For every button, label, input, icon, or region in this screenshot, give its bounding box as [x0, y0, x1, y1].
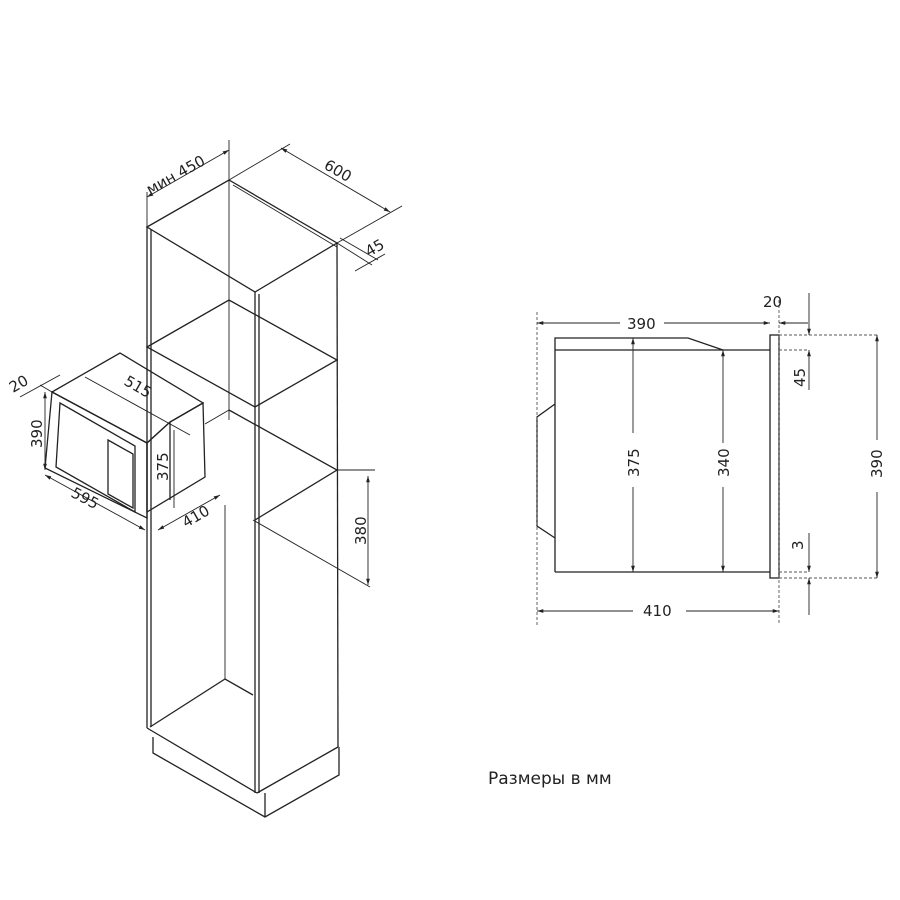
dim-mw-total-depth: 410: [179, 502, 213, 532]
dim-niche-height: 380: [352, 516, 370, 545]
dim-frame-height: 390: [868, 449, 886, 478]
dim-cabinet-width: мин 450: [143, 152, 208, 199]
microwave-iso-dimensions: [19, 374, 221, 531]
microwave-side-view: [536, 300, 877, 625]
microwave-iso: [44, 352, 206, 520]
dim-body-depth: 390: [627, 315, 656, 333]
dim-top-offset: 45: [791, 368, 809, 387]
dim-mw-depth: 515: [121, 372, 155, 402]
dim-body-height: 375: [625, 448, 643, 477]
dim-back-gap: 45: [362, 235, 388, 260]
dim-mw-width: 595: [68, 484, 102, 513]
dim-bottom-offset: 3: [789, 540, 807, 550]
dim-total-depth: 410: [643, 602, 672, 620]
side-view-dimensions: [537, 293, 879, 615]
dim-frame-thickness: 20: [763, 293, 782, 311]
units-caption: Размеры в мм: [488, 769, 612, 789]
cabinet-dimensions: [146, 140, 403, 588]
dim-mw-body-height: 375: [154, 452, 172, 481]
cabinet: [145, 179, 340, 818]
dim-mw-front-height: 390: [28, 419, 46, 448]
dim-inner-height: 340: [715, 448, 733, 477]
